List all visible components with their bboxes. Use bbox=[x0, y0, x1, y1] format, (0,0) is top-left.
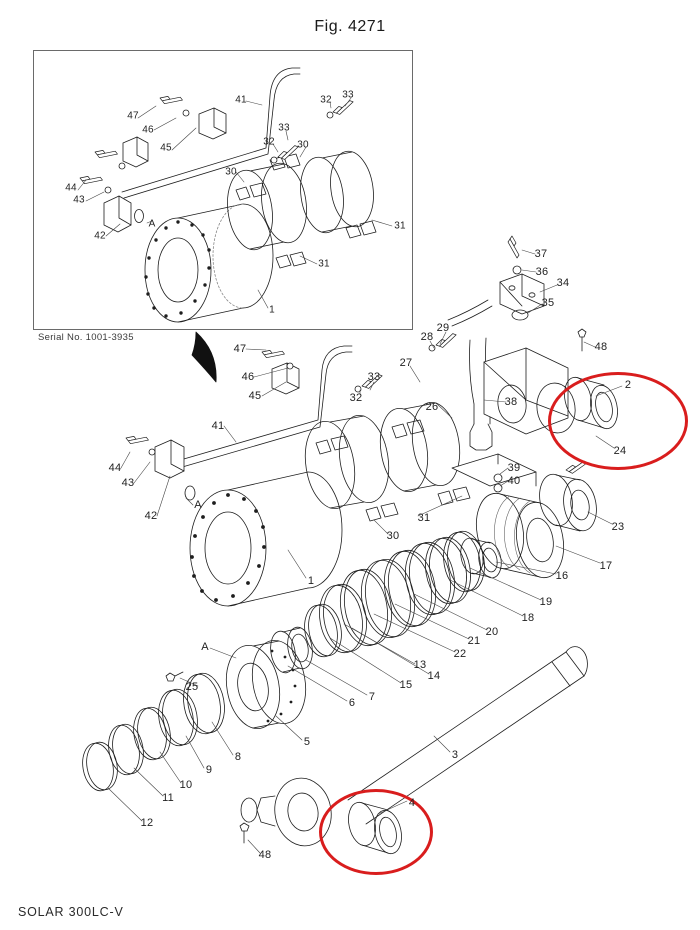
inset-callout-a: A bbox=[148, 218, 156, 230]
callout-25: 25 bbox=[185, 681, 199, 693]
inset-callout-47: 47 bbox=[127, 110, 139, 122]
callout-27: 27 bbox=[399, 357, 413, 369]
callout-37: 37 bbox=[534, 248, 548, 260]
callout-a: A bbox=[201, 641, 209, 653]
inset-callout-1: 1 bbox=[269, 304, 275, 316]
callout-10: 10 bbox=[179, 779, 193, 791]
callout-8: 8 bbox=[234, 751, 242, 763]
callout-48: 48 bbox=[594, 341, 608, 353]
bushing-4-highlight bbox=[319, 789, 433, 875]
callout-12: 12 bbox=[140, 817, 154, 829]
callout-13: 13 bbox=[413, 659, 427, 671]
callout-33: 33 bbox=[367, 371, 381, 383]
callout-22: 22 bbox=[453, 648, 467, 660]
callout-9: 9 bbox=[205, 764, 213, 776]
callout-14: 14 bbox=[427, 670, 441, 682]
inset-callout-32: 32 bbox=[320, 94, 332, 106]
callout-23: 23 bbox=[611, 521, 625, 533]
callout-3: 3 bbox=[451, 749, 459, 761]
inset-callout-33: 33 bbox=[278, 122, 290, 134]
inset-callout-31: 31 bbox=[394, 220, 406, 232]
callout-16: 16 bbox=[555, 570, 569, 582]
inset-callout-31: 31 bbox=[318, 258, 330, 270]
callout-36: 36 bbox=[535, 266, 549, 278]
callout-38: 38 bbox=[504, 396, 518, 408]
serial-number-note: Serial No. 1001-3935 bbox=[38, 332, 134, 343]
callout-43: 43 bbox=[121, 477, 135, 489]
callout-21: 21 bbox=[467, 635, 481, 647]
callout-15: 15 bbox=[399, 679, 413, 691]
callout-4: 4 bbox=[408, 797, 416, 809]
inset-callout-43: 43 bbox=[73, 194, 85, 206]
callout-32: 32 bbox=[349, 392, 363, 404]
callout-a: A bbox=[194, 499, 202, 511]
callout-19: 19 bbox=[539, 596, 553, 608]
callout-41: 41 bbox=[211, 420, 225, 432]
callout-29: 29 bbox=[436, 322, 450, 334]
callout-48: 48 bbox=[258, 849, 272, 861]
callout-18: 18 bbox=[521, 612, 535, 624]
callout-46: 46 bbox=[241, 371, 255, 383]
callout-17: 17 bbox=[599, 560, 613, 572]
inset-callout-45: 45 bbox=[160, 142, 172, 154]
inset-callout-42: 42 bbox=[94, 230, 106, 242]
callout-7: 7 bbox=[368, 691, 376, 703]
callout-34: 34 bbox=[556, 277, 570, 289]
callout-39: 39 bbox=[507, 462, 521, 474]
callout-35: 35 bbox=[541, 297, 555, 309]
model-label: SOLAR 300LC-V bbox=[18, 905, 124, 919]
inset-callout-44: 44 bbox=[65, 182, 77, 194]
callout-42: 42 bbox=[144, 510, 158, 522]
callout-20: 20 bbox=[485, 626, 499, 638]
inset-callout-33: 33 bbox=[342, 89, 354, 101]
callout-31: 31 bbox=[417, 512, 431, 524]
inset-callout-30: 30 bbox=[297, 139, 309, 151]
inset-callout-46: 46 bbox=[142, 124, 154, 136]
callout-5: 5 bbox=[303, 736, 311, 748]
callout-6: 6 bbox=[348, 697, 356, 709]
inset-callout-30: 30 bbox=[225, 166, 237, 178]
callout-47: 47 bbox=[233, 343, 247, 355]
callout-28: 28 bbox=[420, 331, 434, 343]
callout-26: 26 bbox=[425, 401, 439, 413]
inset-callout-41: 41 bbox=[235, 94, 247, 106]
callout-44: 44 bbox=[108, 462, 122, 474]
inset-callout-32: 32 bbox=[263, 136, 275, 148]
bushing-2-highlight bbox=[548, 372, 688, 470]
callout-11: 11 bbox=[162, 792, 174, 804]
callout-24: 24 bbox=[613, 445, 627, 457]
page-title: Fig. 4271 bbox=[314, 18, 386, 35]
callout-1: 1 bbox=[307, 575, 315, 587]
callout-40: 40 bbox=[507, 475, 521, 487]
callout-2: 2 bbox=[624, 379, 632, 391]
callout-45: 45 bbox=[248, 390, 262, 402]
inset-diagram-frame bbox=[33, 50, 413, 330]
callout-30: 30 bbox=[386, 530, 400, 542]
